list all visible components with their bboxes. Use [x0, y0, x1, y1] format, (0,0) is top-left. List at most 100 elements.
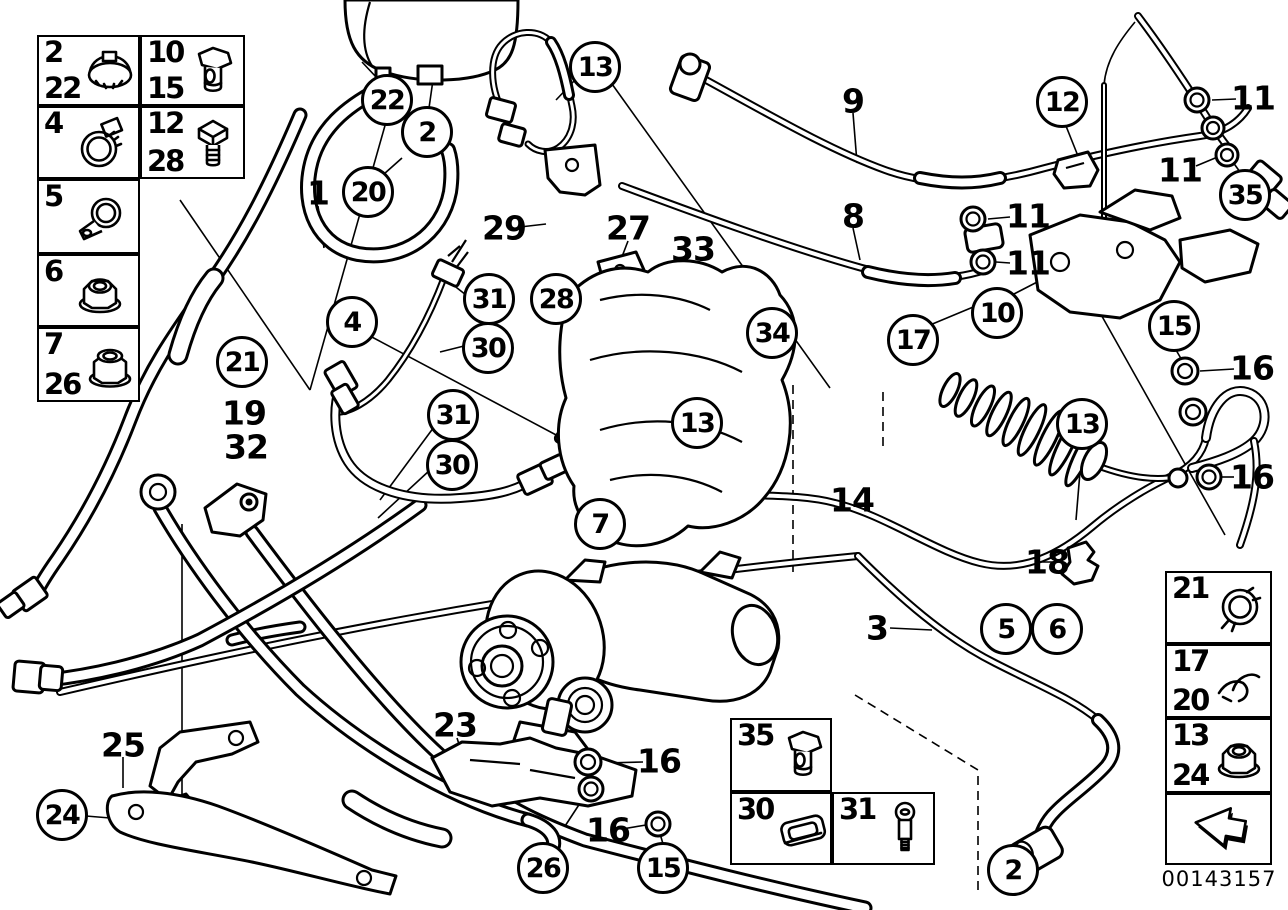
callout-9[interactable]: 9 — [842, 81, 865, 121]
banjo-bolt-icon — [773, 720, 833, 790]
callout-30[interactable]: 30 — [426, 439, 478, 491]
callout-11[interactable]: 11 — [1006, 196, 1051, 236]
image-id: 00143157 — [1161, 867, 1277, 891]
callout-16[interactable]: 16 — [1230, 457, 1275, 497]
lock-nut-icon — [80, 329, 140, 400]
worm-clamp-icon — [62, 108, 138, 177]
hose-bracket — [430, 736, 638, 808]
callout-33[interactable]: 33 — [671, 229, 716, 269]
hex-bolt-icon — [183, 108, 243, 177]
callout-13[interactable]: 13 — [671, 397, 723, 449]
callout-2[interactable]: 2 — [987, 844, 1039, 896]
callout-13[interactable]: 13 — [1056, 398, 1108, 450]
ring-clamp-icon — [1208, 573, 1270, 642]
callout-20[interactable]: 20 — [342, 166, 394, 218]
callout-11[interactable]: 11 — [1006, 243, 1051, 283]
mounting-brackets — [105, 720, 398, 896]
legend-label: 35 — [737, 718, 775, 752]
legend-box-31[interactable]: 31 — [832, 792, 935, 865]
legend-label: 22 — [44, 71, 82, 105]
banjo-bolt-icon — [183, 37, 243, 104]
callout-35[interactable]: 35 — [1219, 169, 1271, 221]
callout-2[interactable]: 2 — [401, 106, 453, 158]
callout-10[interactable]: 10 — [971, 287, 1023, 339]
reservoir — [343, 0, 520, 86]
callout-27[interactable]: 27 — [606, 208, 651, 248]
callout-17[interactable]: 17 — [887, 314, 939, 366]
flange-nut-icon — [1208, 720, 1270, 791]
callout-28[interactable]: 28 — [530, 273, 582, 325]
callout-11[interactable]: 11 — [1158, 150, 1203, 190]
callout-25[interactable]: 25 — [101, 725, 146, 765]
callout-22[interactable]: 22 — [361, 74, 413, 126]
legend-label: 4 — [44, 106, 64, 140]
callout-16[interactable]: 16 — [1230, 348, 1275, 388]
callout-30[interactable]: 30 — [462, 322, 514, 374]
legend-label: 2 — [44, 35, 64, 69]
legend-box-21[interactable]: 21 — [1165, 571, 1272, 644]
legend-label: 24 — [1172, 758, 1210, 792]
legend-label: 15 — [147, 71, 185, 105]
spring-clip-icon — [1208, 646, 1270, 716]
callout-16[interactable]: 16 — [586, 810, 631, 850]
callout-18[interactable]: 18 — [1025, 542, 1070, 582]
callout-6[interactable]: 6 — [1031, 603, 1083, 655]
clamp-plate-icon — [773, 794, 833, 863]
callout-16[interactable]: 16 — [637, 741, 682, 781]
callout-19[interactable]: 19 — [222, 393, 267, 433]
legend-label: 30 — [737, 792, 775, 826]
washers — [573, 86, 1240, 838]
legend-box-direction-arrow[interactable] — [1165, 793, 1272, 865]
callout-15[interactable]: 15 — [637, 842, 689, 894]
legend-box-6[interactable]: 6 — [37, 254, 140, 327]
legend-box-5[interactable]: 5 — [37, 179, 140, 254]
legend-label: 13 — [1172, 718, 1210, 752]
callout-31[interactable]: 31 — [463, 273, 515, 325]
legend-box-30[interactable]: 30 — [730, 792, 832, 865]
callout-13[interactable]: 13 — [569, 41, 621, 93]
legend-label: 17 — [1172, 644, 1210, 678]
hose-clamp-icon — [80, 37, 140, 104]
legend-label: 7 — [44, 327, 64, 361]
flange-nut-icon — [62, 256, 138, 325]
callout-24[interactable]: 24 — [36, 789, 88, 841]
legend-label: 5 — [44, 179, 64, 213]
legend-label: 6 — [44, 254, 64, 288]
callout-7[interactable]: 7 — [574, 498, 626, 550]
legend-label: 12 — [147, 106, 185, 140]
callout-21[interactable]: 21 — [216, 336, 268, 388]
callout-11[interactable]: 11 — [1231, 78, 1276, 118]
legend-label: 20 — [1172, 683, 1210, 717]
callout-3[interactable]: 3 — [866, 608, 889, 648]
direction-arrow-icon — [1172, 795, 1270, 863]
shoulder-screw-icon — [875, 794, 935, 863]
legend-box-35[interactable]: 35 — [730, 718, 832, 792]
legend-label: 31 — [839, 792, 877, 826]
callout-34[interactable]: 34 — [746, 307, 798, 359]
callout-23[interactable]: 23 — [433, 705, 478, 745]
callout-31[interactable]: 31 — [427, 389, 479, 441]
callout-15[interactable]: 15 — [1148, 300, 1200, 352]
callout-1[interactable]: 1 — [307, 173, 330, 213]
callout-14[interactable]: 14 — [830, 480, 875, 520]
callout-29[interactable]: 29 — [482, 208, 527, 248]
callout-32[interactable]: 32 — [224, 427, 269, 467]
legend-label: 28 — [147, 144, 185, 178]
heat-shield — [556, 259, 797, 548]
callout-4[interactable]: 4 — [326, 296, 378, 348]
callout-5[interactable]: 5 — [980, 603, 1032, 655]
callout-8[interactable]: 8 — [842, 196, 865, 236]
callout-12[interactable]: 12 — [1036, 76, 1088, 128]
legend-label: 26 — [44, 367, 82, 401]
legend-label: 10 — [147, 35, 185, 69]
legend-box-4[interactable]: 4 — [37, 106, 140, 179]
legend-label: 21 — [1172, 571, 1210, 605]
callout-26[interactable]: 26 — [517, 842, 569, 894]
